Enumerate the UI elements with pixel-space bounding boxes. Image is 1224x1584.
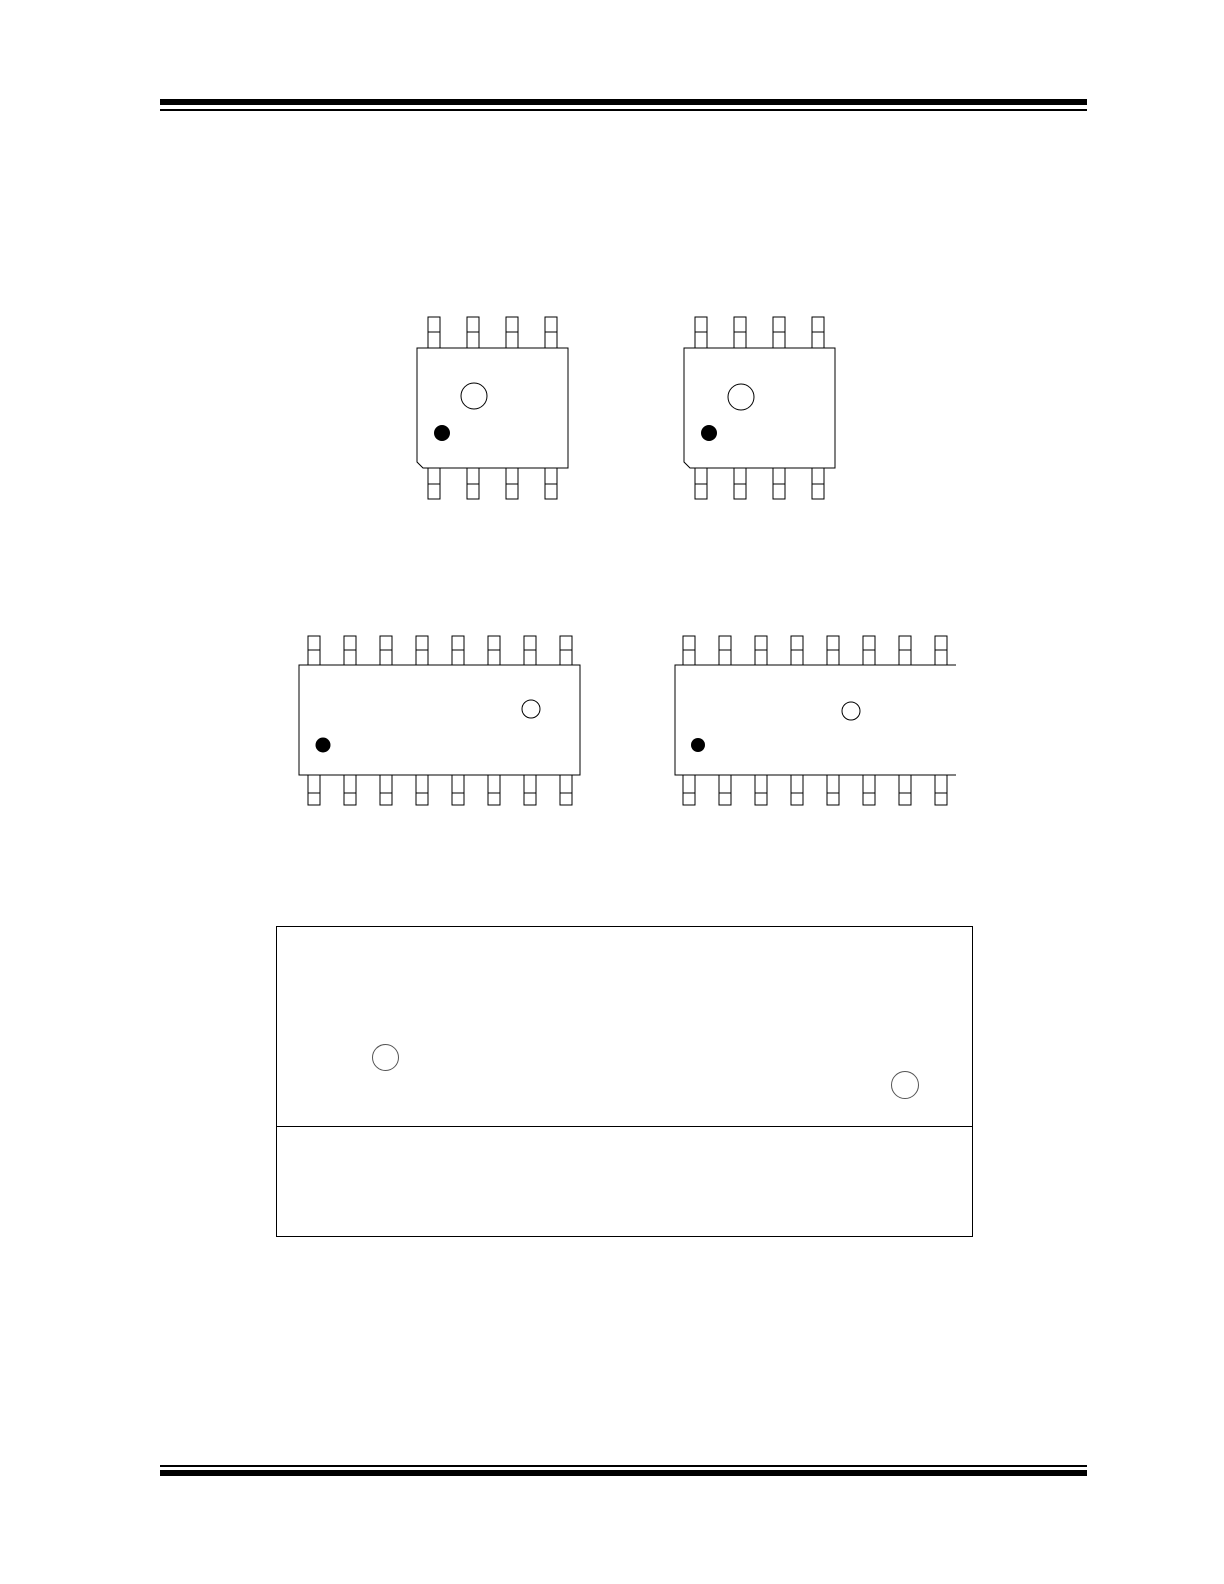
bottom-pin-row	[682, 774, 948, 806]
legend-box	[276, 926, 973, 1237]
package-diagrams-8-pin	[416, 316, 836, 500]
bottom-pin-row	[694, 467, 825, 500]
header-rule-thick	[160, 99, 1087, 105]
pin-1-dot-icon	[434, 425, 450, 441]
header-rule-thin	[160, 109, 1087, 111]
open-circle-icon	[521, 699, 541, 719]
top-pin-row	[682, 635, 948, 666]
package-8-pin-a	[416, 316, 569, 500]
open-circle-icon	[372, 1044, 399, 1071]
package-body	[674, 664, 956, 776]
pin-1-dot-icon	[701, 425, 717, 441]
open-circle-icon	[460, 382, 488, 410]
package-16-pin-b	[674, 635, 956, 806]
package-diagrams-16-pin	[298, 635, 956, 806]
open-circle-icon	[727, 383, 755, 411]
package-body	[416, 347, 569, 469]
open-circle-icon	[841, 701, 861, 721]
package-body	[683, 347, 836, 469]
legend-divider	[277, 1126, 972, 1127]
top-pin-row	[307, 635, 573, 666]
package-body	[298, 664, 581, 776]
package-16-pin-a	[298, 635, 581, 806]
footer-rule-thick	[160, 1470, 1087, 1476]
footer-rule-thin	[160, 1465, 1087, 1467]
bottom-pin-row	[307, 774, 573, 806]
open-circle-icon	[891, 1071, 919, 1099]
pin-1-dot-icon	[315, 737, 331, 753]
bottom-pin-row	[427, 467, 558, 500]
pin-1-dot-icon	[691, 738, 705, 752]
package-8-pin-b	[683, 316, 836, 500]
